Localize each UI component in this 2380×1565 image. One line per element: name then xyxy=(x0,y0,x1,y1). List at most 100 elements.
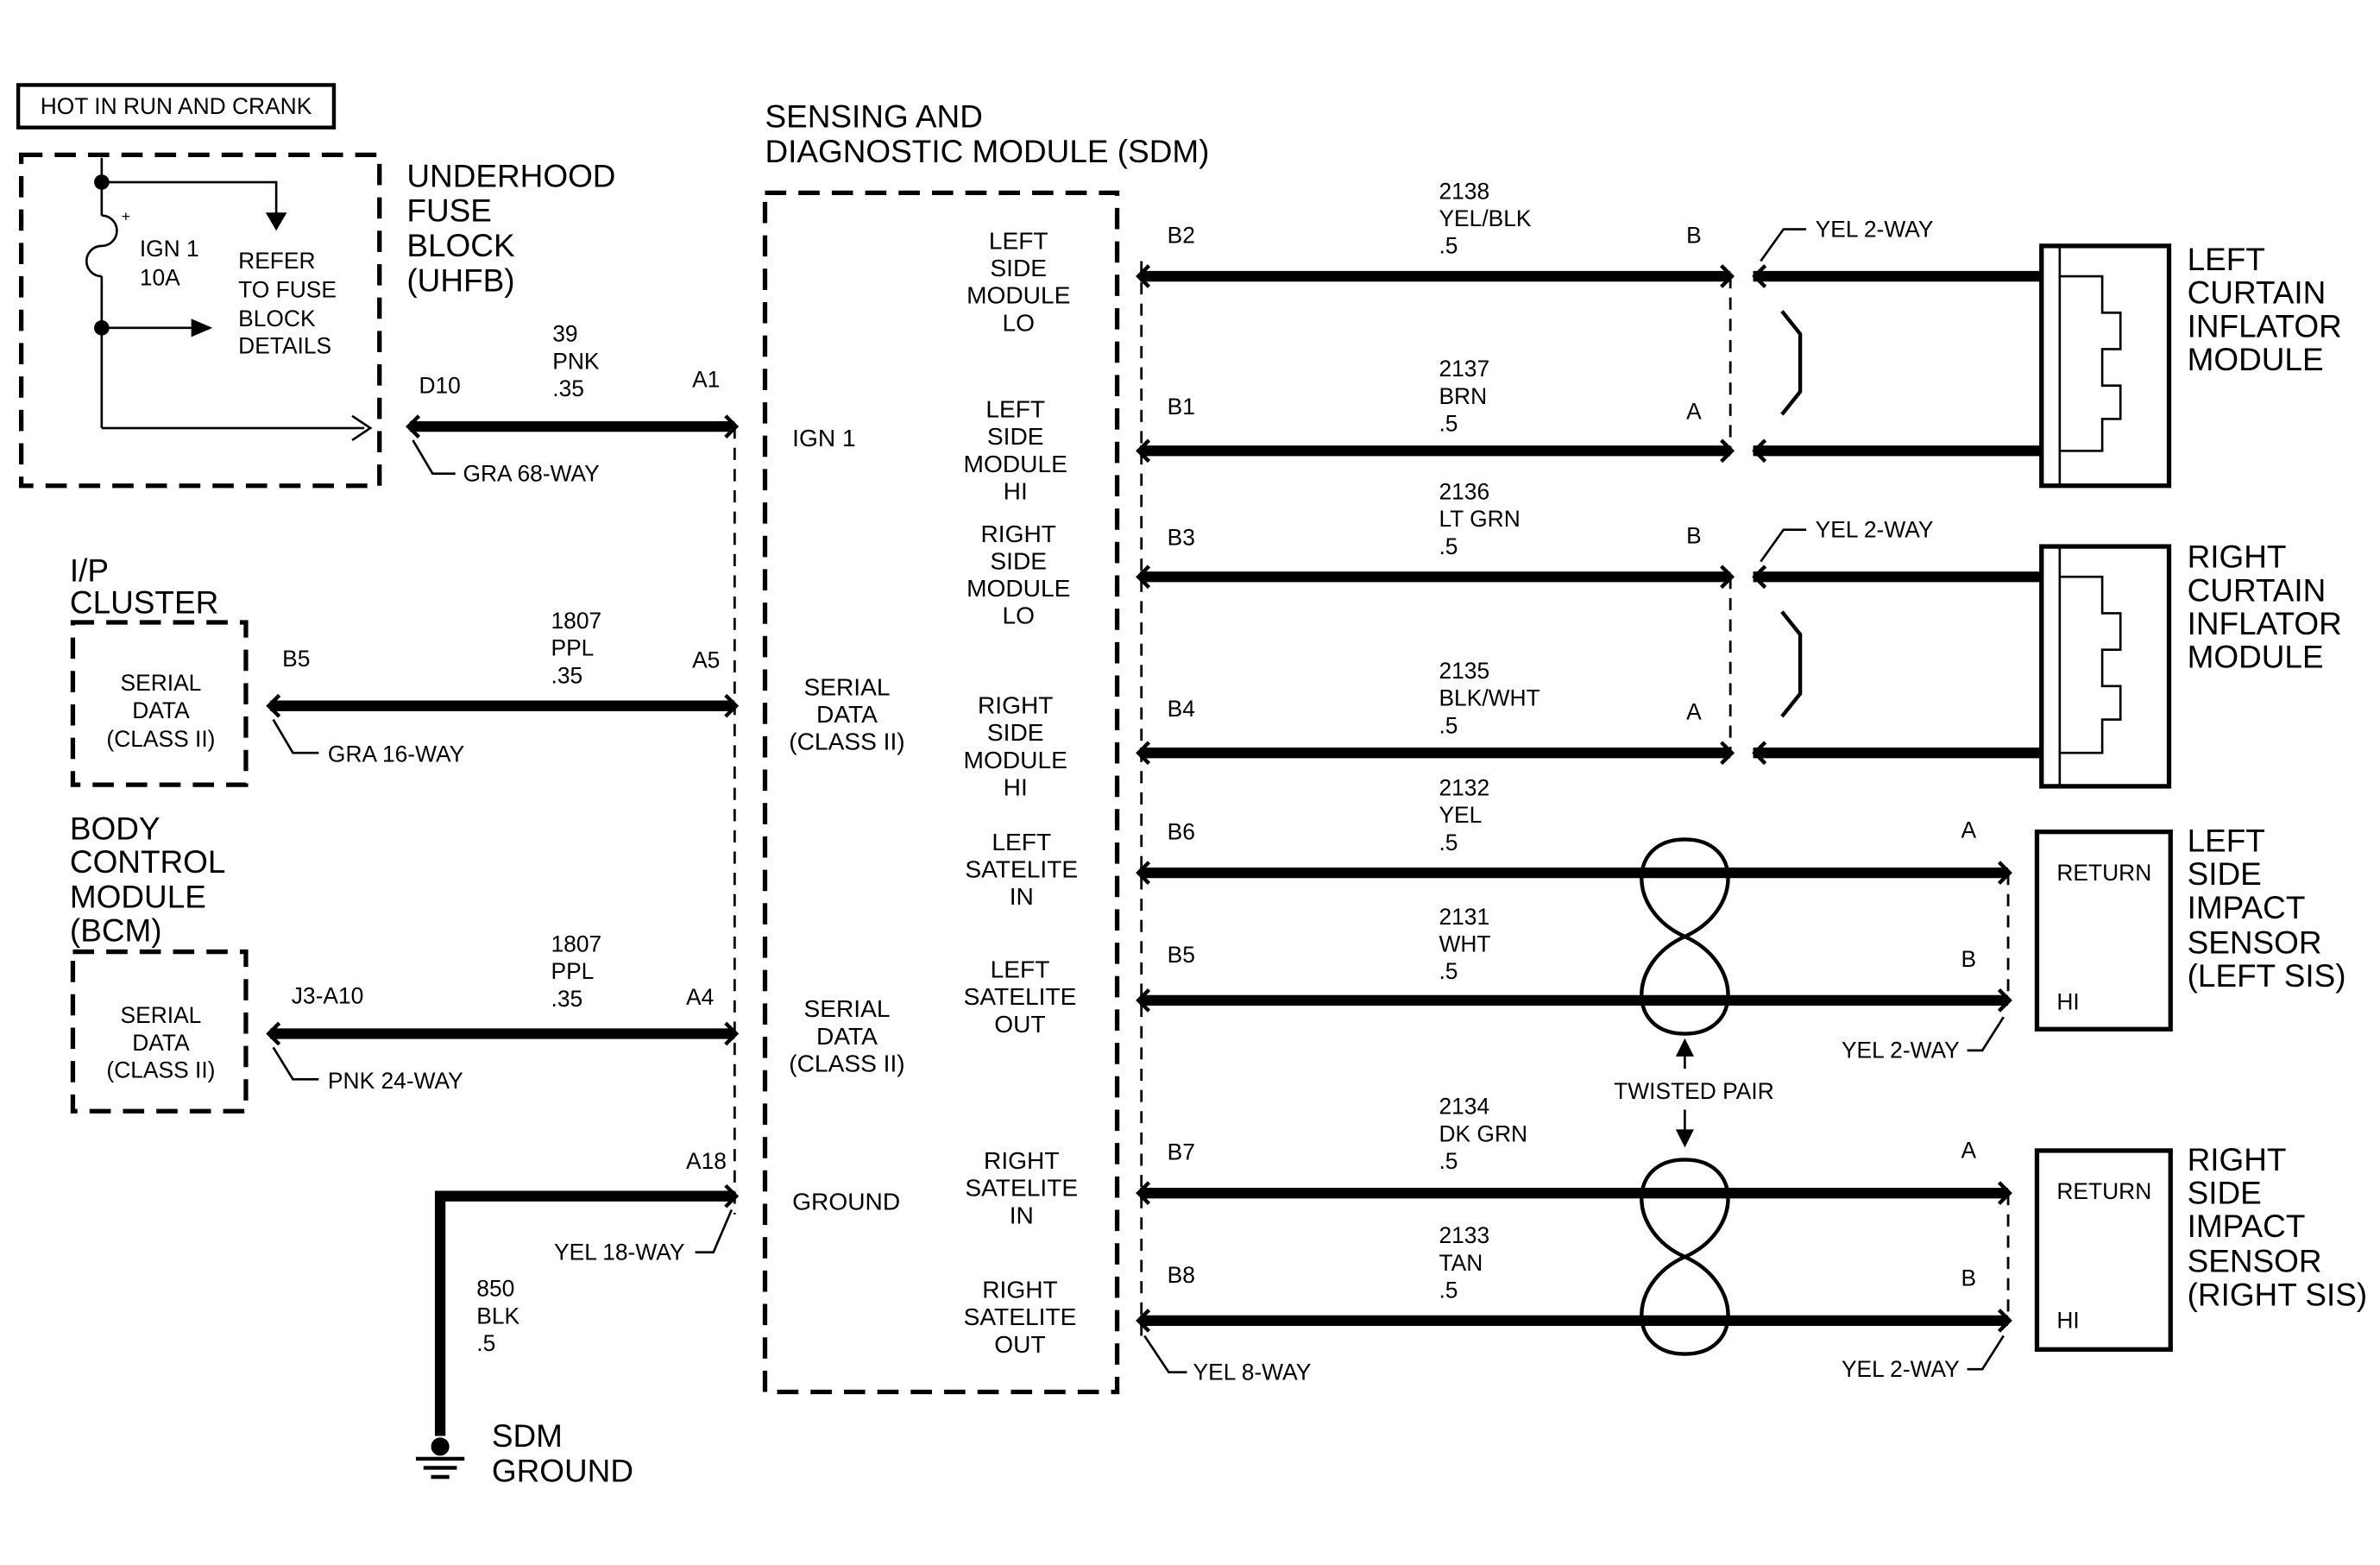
sdm-serial1-1: SERIAL xyxy=(803,673,890,700)
hot-label: HOT IN RUN AND CRANK xyxy=(41,93,312,119)
out-lsat-in-3: IN xyxy=(1010,883,1034,910)
right-curtain-module-symbol xyxy=(2039,544,2172,789)
circuit-2137: 2137 xyxy=(1439,356,1489,382)
bcm-serial-2: DATA xyxy=(132,1030,190,1056)
twisted-pair-label: TWISTED PAIR xyxy=(1614,1078,1774,1104)
wire-2138 xyxy=(1136,264,2040,288)
pin-lc-a: A xyxy=(1686,398,1702,424)
connector-pnk24: PNK 24-WAY xyxy=(328,1068,463,1094)
sdm-serial2-1: SERIAL xyxy=(803,995,890,1022)
pin-a1: A1 xyxy=(692,366,720,392)
circuit-850-color: BLK xyxy=(476,1303,519,1328)
rsis-title-1: RIGHT xyxy=(2188,1142,2287,1177)
circuit-1807-bcm: 1807 xyxy=(551,931,601,957)
fuse-note-4: DETAILS xyxy=(238,333,331,359)
out-rsm-hi-1: RIGHT xyxy=(978,691,1054,718)
lsis-title-4: SENSOR xyxy=(2188,924,2322,960)
sdm-title-2: DIAGNOSTIC MODULE (SDM) xyxy=(765,134,1210,169)
circuit-1807-bcm-color: PPL xyxy=(551,958,594,984)
sdm-serial2-2: DATA xyxy=(816,1023,878,1050)
uhfb-title-3: BLOCK xyxy=(406,228,515,263)
pin-b3: B3 xyxy=(1168,524,1195,550)
pin-d10: D10 xyxy=(419,372,460,398)
right-sis-box xyxy=(2034,1148,2173,1352)
pin-b8: B8 xyxy=(1168,1262,1195,1288)
lsis-return: RETURN xyxy=(2056,860,2151,886)
out-lsat-out-1: LEFT xyxy=(991,956,1050,982)
rc-title-2: CURTAIN xyxy=(2188,572,2326,608)
out-rsat-in-3: IN xyxy=(1010,1202,1034,1228)
circuit-39: 39 xyxy=(552,321,577,347)
ground-symbol-icon xyxy=(415,1437,465,1480)
twisted-pair-symbol-upper xyxy=(1640,837,1730,1036)
lsis-title-1: LEFT xyxy=(2188,824,2265,859)
out-rsm-lo-1: RIGHT xyxy=(980,521,1056,547)
pin-b5-ip: B5 xyxy=(282,646,310,672)
out-rsm-lo-3: MODULE xyxy=(966,575,1070,602)
sdm-ign1: IGN 1 xyxy=(792,425,855,451)
lc-title-3: INFLATOR xyxy=(2188,308,2342,344)
ip-serial-2: DATA xyxy=(132,697,190,723)
circuit-2135-gauge: .5 xyxy=(1439,712,1458,738)
left-curtain-module-symbol xyxy=(2039,243,2172,489)
pin-a18: A18 xyxy=(686,1148,727,1174)
bcm-serial-3: (CLASS II) xyxy=(106,1057,215,1083)
out-lsm-hi-3: MODULE xyxy=(964,451,1067,477)
lsis-title-2: SIDE xyxy=(2188,856,2262,892)
circuit-2132: 2132 xyxy=(1439,774,1489,800)
ip-serial-1: SERIAL xyxy=(121,670,202,696)
rsis-title-3: IMPACT xyxy=(2188,1208,2306,1244)
ip-serial-3: (CLASS II) xyxy=(106,726,215,752)
wire-2131 xyxy=(1136,988,2012,1013)
sdm-serial1-2: DATA xyxy=(816,701,878,728)
circuit-2136-color: LT GRN xyxy=(1439,506,1520,532)
pin-a5: A5 xyxy=(692,647,720,673)
wire-serial-1807-bcm xyxy=(266,1021,740,1046)
wire-2136 xyxy=(1136,565,2040,590)
rsis-return: RETURN xyxy=(2056,1178,2151,1204)
out-rsat-in-1: RIGHT xyxy=(984,1147,1060,1174)
out-rsat-out-2: SATELITE xyxy=(964,1303,1077,1330)
out-rsat-out-1: RIGHT xyxy=(982,1277,1058,1303)
sdm-box xyxy=(762,190,1120,1395)
circuit-1807-ip-color: PPL xyxy=(551,635,594,661)
lc-title-1: LEFT xyxy=(2188,242,2265,277)
circuit-2131: 2131 xyxy=(1439,904,1489,930)
out-lsat-in-1: LEFT xyxy=(992,829,1051,855)
out-rsat-out-3: OUT xyxy=(994,1331,1045,1358)
out-lsat-in-2: SATELITE xyxy=(965,855,1078,882)
fuse-rating: 10A xyxy=(140,265,180,291)
bcm-title-2: CONTROL xyxy=(70,844,226,880)
pin-b4: B4 xyxy=(1168,696,1195,722)
circuit-2137-gauge: .5 xyxy=(1439,410,1458,436)
circuit-2136-gauge: .5 xyxy=(1439,533,1458,559)
connector-gra16: GRA 16-WAY xyxy=(328,741,465,767)
circuit-2134-color: DK GRN xyxy=(1439,1120,1527,1146)
out-rsm-hi-3: MODULE xyxy=(964,747,1067,773)
circuit-2138-gauge: .5 xyxy=(1439,233,1458,259)
circuit-2137-color: BRN xyxy=(1439,383,1487,409)
out-lsm-hi-2: SIDE xyxy=(987,423,1044,450)
out-rsm-hi-4: HI xyxy=(1004,773,1028,800)
bcm-serial-1: SERIAL xyxy=(121,1002,202,1028)
bcm-title-4: (BCM) xyxy=(70,912,162,948)
pin-j3-a10: J3-A10 xyxy=(292,982,364,1008)
lsis-title-5: (LEFT SIS) xyxy=(2188,958,2346,994)
out-lsat-out-2: SATELITE xyxy=(964,983,1077,1010)
circuit-1807-ip-gauge: .35 xyxy=(551,662,582,688)
circuit-850: 850 xyxy=(476,1276,514,1302)
lsis-hi: HI xyxy=(2056,988,2079,1014)
circuit-2136: 2136 xyxy=(1439,479,1489,505)
out-lsm-hi-1: LEFT xyxy=(985,396,1045,423)
fuse-name: IGN 1 xyxy=(140,236,199,262)
pin-b5: B5 xyxy=(1168,942,1195,968)
sdm-output-labels: LEFT SIDE MODULE LO LEFT SIDE MODULE HI … xyxy=(964,227,1079,1357)
circuit-850-gauge: .5 xyxy=(476,1330,495,1356)
circuit-2135: 2135 xyxy=(1439,658,1489,684)
bcm-box xyxy=(70,949,249,1114)
yel2way-lc: YEL 2-WAY xyxy=(1816,216,1934,242)
hot-in-run-crank-box xyxy=(16,83,337,129)
uhfb-title-1: UNDERHOOD xyxy=(406,158,615,193)
lsis-title-3: IMPACT xyxy=(2188,890,2306,925)
